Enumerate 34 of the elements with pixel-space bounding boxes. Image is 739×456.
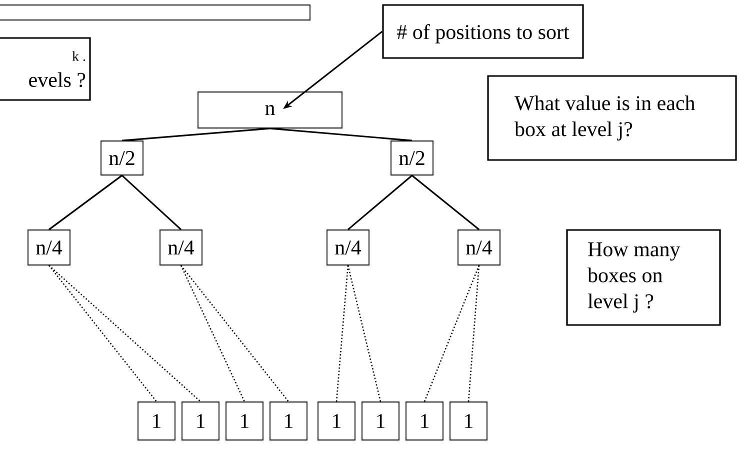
tree-line bbox=[180, 265, 290, 402]
callout-box: # of positions to sort bbox=[382, 4, 584, 59]
tree-line bbox=[270, 128, 412, 142]
tree-line bbox=[347, 265, 382, 402]
tree-line bbox=[347, 174, 413, 230]
callout-box: How many boxes on level j ? bbox=[566, 229, 721, 326]
tree-line bbox=[336, 265, 349, 402]
tree-box: n/4 bbox=[458, 230, 500, 266]
tree-line bbox=[48, 265, 158, 402]
tree-box: n/2 bbox=[100, 140, 144, 176]
tree-box: 1 bbox=[138, 402, 176, 440]
tree-box: 1 bbox=[182, 402, 220, 440]
tree-line bbox=[180, 265, 246, 402]
question-box: k . evels ? bbox=[0, 37, 91, 101]
tree-box: 1 bbox=[450, 402, 488, 440]
tree-line bbox=[468, 265, 480, 402]
tree-box: n/4 bbox=[160, 230, 202, 266]
tree-box: n bbox=[198, 92, 342, 128]
tree-line bbox=[48, 174, 122, 230]
tree-box: n/4 bbox=[28, 230, 70, 266]
tree-box: 1 bbox=[318, 402, 356, 440]
tree-line bbox=[121, 174, 182, 230]
tree-line bbox=[48, 264, 201, 402]
empty-bar bbox=[0, 4, 310, 20]
tree-line bbox=[122, 128, 270, 142]
tree-box: 1 bbox=[362, 402, 400, 440]
tree-box: 1 bbox=[270, 402, 308, 440]
tree-box: n/2 bbox=[390, 140, 434, 176]
callout-box: What value is in each box at level j? bbox=[487, 75, 737, 161]
tree-line bbox=[412, 174, 480, 230]
tree-box: 1 bbox=[226, 402, 264, 440]
tree-line bbox=[424, 265, 480, 402]
tree-box: n/4 bbox=[326, 230, 370, 266]
tree-box: 1 bbox=[406, 402, 444, 440]
